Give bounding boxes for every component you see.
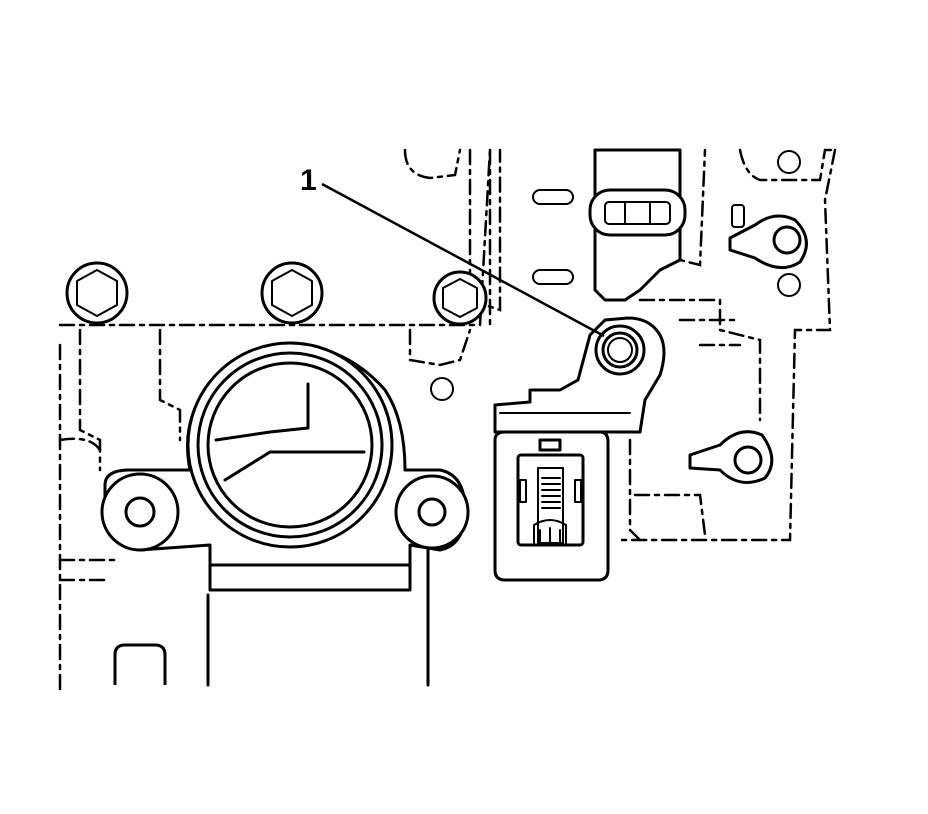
callout-label: 1 <box>300 164 317 197</box>
callout-leader-line <box>321 182 605 338</box>
bolt-head-icon <box>432 270 488 326</box>
electrical-connector <box>493 430 610 582</box>
right-mounting-lugs <box>688 214 808 484</box>
valve-body-outline <box>58 148 837 692</box>
bolt-heads-row <box>65 261 488 326</box>
bolt[interactable] <box>594 324 646 376</box>
small-holes <box>430 150 801 401</box>
bolt-head-icon <box>65 261 129 325</box>
callout-1: 1 <box>300 164 605 338</box>
slot-holes <box>532 189 745 285</box>
bore-housing <box>100 341 470 687</box>
upper-solenoid-block <box>588 148 687 302</box>
bolt-head-icon <box>260 261 324 325</box>
